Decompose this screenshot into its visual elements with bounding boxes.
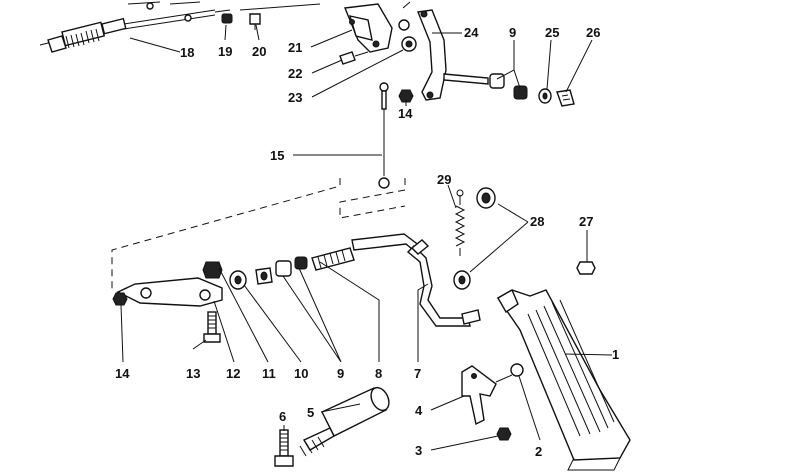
callout-25: 25 bbox=[545, 25, 559, 40]
part-24-lever bbox=[417, 9, 489, 101]
part-2-ball-pivot bbox=[495, 363, 524, 383]
part-20-bolt bbox=[249, 13, 261, 30]
part-14-nut-top bbox=[398, 89, 414, 103]
part-12-lever-arm bbox=[116, 261, 223, 307]
part-19-clip bbox=[221, 13, 233, 24]
callout-26: 26 bbox=[586, 25, 600, 40]
callout-28: 28 bbox=[530, 214, 544, 229]
callout-13: 13 bbox=[186, 366, 200, 381]
callout-29: 29 bbox=[437, 172, 451, 187]
part-8-shaft bbox=[311, 233, 421, 271]
dashed-outline bbox=[111, 178, 406, 290]
callout-2: 2 bbox=[535, 444, 542, 459]
part-15-rod bbox=[378, 82, 390, 189]
part-9-bushings-top bbox=[489, 73, 528, 100]
callout-21: 21 bbox=[288, 40, 302, 55]
callout-27: 27 bbox=[579, 214, 593, 229]
part-21-bracket bbox=[344, 3, 393, 53]
callout-19: 19 bbox=[218, 44, 232, 59]
part-4-bracket bbox=[461, 365, 497, 426]
part-26-clip bbox=[556, 89, 575, 107]
callout-5: 5 bbox=[307, 405, 314, 420]
callout-18: 18 bbox=[180, 45, 194, 60]
part-10-bushing bbox=[255, 267, 273, 285]
part-28-bushings bbox=[453, 187, 496, 290]
part-9-bushings-mid bbox=[275, 256, 308, 277]
callout-7: 7 bbox=[414, 366, 421, 381]
part-1-pedal bbox=[496, 289, 631, 471]
callout-3: 3 bbox=[415, 443, 422, 458]
callout-10: 10 bbox=[294, 366, 308, 381]
part-23-bushing bbox=[398, 1, 417, 52]
part-22-bolt bbox=[339, 51, 369, 65]
part-5-damper bbox=[299, 386, 390, 457]
callout-8: 8 bbox=[375, 366, 382, 381]
part-29-spring bbox=[454, 189, 466, 256]
part-27-nut bbox=[576, 261, 596, 275]
callout-6: 6 bbox=[279, 409, 286, 424]
part-7-rod bbox=[406, 239, 481, 327]
callout-22: 22 bbox=[288, 66, 302, 81]
callout-4: 4 bbox=[415, 403, 423, 418]
callout-12: 12 bbox=[226, 366, 240, 381]
callout-9-upper: 9 bbox=[509, 25, 516, 40]
callout-11: 11 bbox=[262, 366, 276, 381]
part-6-bolt bbox=[274, 429, 294, 467]
callout-9-lower: 9 bbox=[337, 366, 344, 381]
part-14-nut-left bbox=[112, 292, 128, 306]
callout-14-lower: 14 bbox=[115, 366, 130, 381]
callout-15: 15 bbox=[270, 148, 284, 163]
callout-14-upper: 14 bbox=[398, 106, 413, 121]
throttle-cable bbox=[39, 1, 231, 53]
callout-20: 20 bbox=[252, 44, 266, 59]
part-3-nut bbox=[496, 427, 512, 441]
part-13-bolt bbox=[203, 311, 221, 343]
callout-labels: 1 2 3 4 5 6 7 8 9 9 10 11 12 13 14 14 15… bbox=[115, 25, 619, 459]
part-25-washer bbox=[538, 88, 552, 104]
callout-1: 1 bbox=[612, 347, 619, 362]
leader-lines bbox=[120, 24, 613, 451]
part-11-bushing bbox=[229, 270, 247, 290]
callout-23: 23 bbox=[288, 90, 302, 105]
callout-24: 24 bbox=[464, 25, 479, 40]
